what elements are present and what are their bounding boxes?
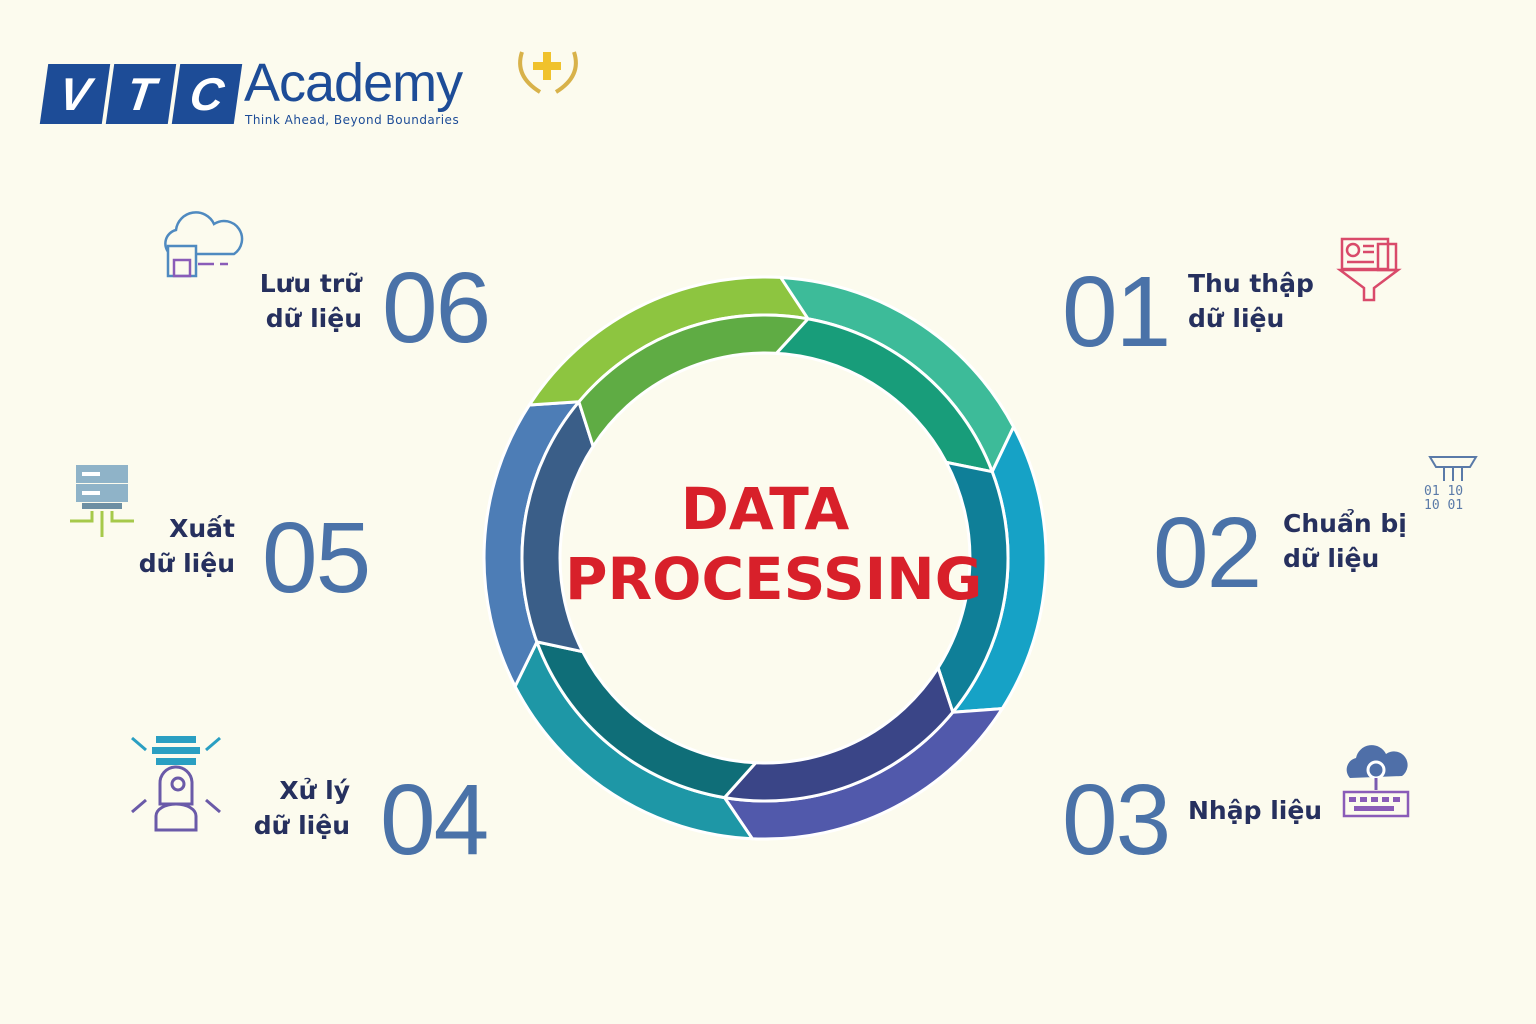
- step-01-number: 01: [1062, 256, 1171, 368]
- svg-text:10 01: 10 01: [1424, 498, 1463, 513]
- step-01-label: Thu thập dữ liệu: [1188, 266, 1314, 336]
- step-06-number: 06: [382, 252, 491, 364]
- ai-head-binary-icon: [131, 736, 221, 832]
- step-02-label-line2: dữ liệu: [1283, 544, 1380, 573]
- step-05-label-line1: Xuất: [169, 514, 235, 543]
- step-03-number: 03: [1062, 764, 1171, 876]
- binary-filter-icon: 01 10 10 01: [1424, 456, 1478, 513]
- funnel-document-icon: [1336, 237, 1402, 302]
- step-03-label: Nhập liệu: [1188, 793, 1322, 828]
- step-02-label-line1: Chuẩn bị: [1283, 509, 1407, 538]
- logo-wordmark: Academy: [244, 53, 463, 113]
- step-04-label-line1: Xử lý: [279, 776, 350, 805]
- svg-text:01 10: 01 10: [1424, 484, 1463, 499]
- step-04-label-line2: dữ liệu: [253, 811, 350, 840]
- step-05-label-line2: dữ liệu: [138, 549, 235, 578]
- step-04-number: 04: [380, 764, 489, 876]
- step-01-label-line1: Thu thập: [1188, 269, 1314, 298]
- step-06-label: Lưu trữ dữ liệu: [212, 266, 362, 336]
- step-04-label: Xử lý dữ liệu: [200, 773, 350, 843]
- step-01-label-line2: dữ liệu: [1188, 304, 1285, 333]
- laurel-plus-icon: [518, 51, 578, 94]
- cloud-keyboard-icon: [1342, 745, 1410, 818]
- logo-tagline: Think Ahead, Beyond Boundaries: [245, 113, 460, 127]
- step-02-label: Chuẩn bị dữ liệu: [1283, 506, 1407, 576]
- step-05-label: Xuất dữ liệu: [85, 511, 235, 581]
- step-02-number: 02: [1153, 497, 1262, 609]
- title-line-1: DATA: [680, 475, 850, 543]
- ring-segment-06-inner: [577, 313, 810, 448]
- title-line-2: PROCESSING: [565, 545, 983, 613]
- step-03-label-line1: Nhập liệu: [1188, 796, 1323, 825]
- step-06-label-line1: Lưu trữ: [259, 269, 362, 298]
- step-05-number: 05: [262, 502, 371, 614]
- step-06-label-line2: dữ liệu: [265, 304, 362, 333]
- cloud-storage-icon: [164, 211, 244, 278]
- server-export-icon: [70, 465, 134, 537]
